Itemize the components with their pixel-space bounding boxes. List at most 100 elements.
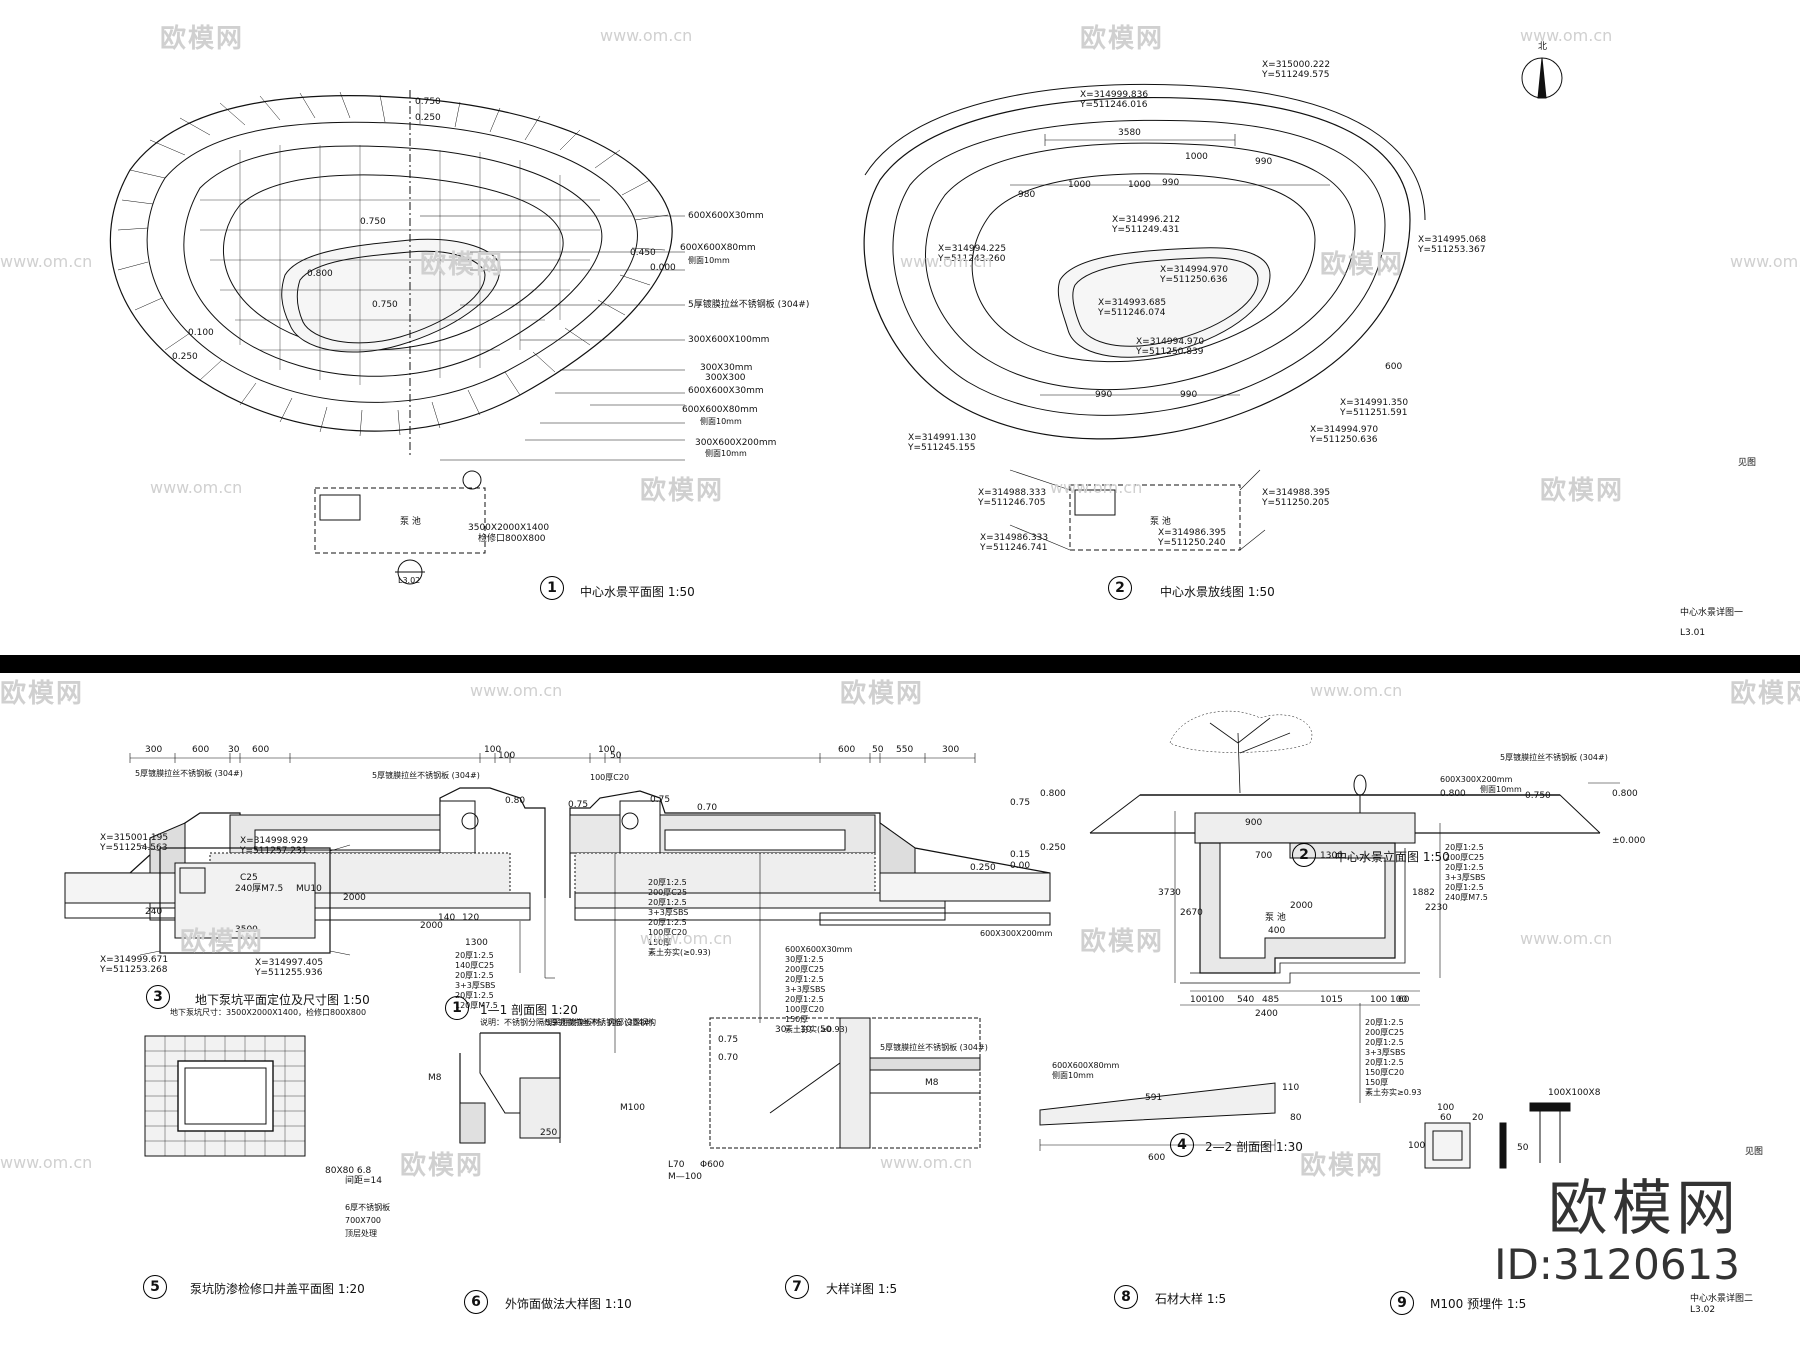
coordinate-y: Y=511251.591 [1340,408,1408,418]
watermark-url: www.om.cn [880,1153,973,1172]
watermark-logo: 欧模网 [1730,679,1800,709]
watermark-url: www.om.cn [1050,478,1143,497]
dimension-label: 700 [1255,851,1273,861]
material-label: 5厚镀膜拉丝不锈钢板 (304#) [372,771,480,780]
layer-label: 3+3厚SBS [455,981,496,990]
view-number-6: 6 [464,1290,488,1314]
elevation-label: 0.75 [718,1035,739,1045]
elevation-label: 0.75 [1010,798,1031,808]
elevation-label: 0.100 [188,328,214,338]
layer-label: 200厚C25 [1365,1028,1405,1037]
callout-label: 侧面10mm [705,449,747,458]
elevation-label: 0.750 [1525,791,1551,801]
coordinate-x: X=315000.222 [1262,60,1331,70]
watermark-logo: 欧模网 [1080,24,1165,54]
dimension-label: 60 [1398,995,1410,1005]
layer-label: 20厚1:2.5 [455,991,494,1000]
plan-drawings [109,57,1563,585]
coordinate-y: Y=511246.074 [1098,308,1166,318]
layer-label: 20厚1:2.5 [648,918,687,927]
dimension-label: 100 [598,745,616,755]
elevation-label: 0.250 [970,863,996,873]
section-ref: L3.02 [398,576,421,585]
layer-label: 20厚1:2.5 [1365,1058,1404,1067]
dimension-label: 3500 [235,925,258,935]
view-title-2: 中心水景立面图 1:50 [1335,850,1450,864]
layer-label: 3+3厚SBS [785,985,826,994]
coordinate-x: X=314988.333 [978,488,1047,498]
layer-label: 200厚C25 [785,965,825,974]
dimension-label: 100 [1190,995,1208,1005]
watermark-logo: 欧模网 [160,24,245,54]
dimension-label: 591 [1145,1093,1163,1103]
coordinate-y: Y=511250.636 [1310,435,1378,445]
dimension-label: 550 [896,745,914,755]
material-label: M8 [428,1073,442,1083]
view-title-4: 2—2 剖面图 1:30 [1205,1140,1303,1154]
view-title-2: 中心水景放线图 1:50 [1160,585,1275,599]
elevation-label: 0.80 [505,796,526,806]
layer-label: 20厚1:2.5 [648,898,687,907]
coordinate-y: Y=511243.260 [938,254,1006,264]
view-title-1: 中心水景平面图 1:50 [580,585,695,599]
dimension-label: 600 [192,745,210,755]
plan-view-1 [109,90,685,585]
layer-label: 素土夯实≥0.93 [1365,1088,1422,1097]
callout-label: 600X600X30mm [688,386,764,396]
material-label: M8 [925,1078,939,1088]
watermark-logo: 欧模网 [0,679,85,709]
dimension-label: 1000 [1068,180,1091,190]
watermark-logo: 欧模网 [420,250,505,280]
view-number-4: 4 [1170,1133,1194,1157]
view-title-5: 泵坑防渗检修口井盖平面图 1:20 [190,1282,365,1296]
coordinate-x: X=314996.212 [1112,215,1181,225]
elevation-label: 0.800 [1440,789,1466,799]
cover-plan-5 [144,1035,306,1157]
callout-label: 600X600X80mm [680,243,756,253]
dimension-label: 400 [1268,926,1286,936]
dimension-label: 3580 [1118,128,1141,138]
elevation-label: ±0.000 [1612,836,1646,846]
coordinate-x: X=314999.836 [1080,90,1149,100]
material-label: C25 [240,873,258,883]
dimension-label: 700X700 [345,1216,382,1225]
coordinate-x: X=314994.970 [1160,265,1229,275]
dimension-label: 100 [1437,1103,1455,1113]
dimension-label: 50 [872,745,884,755]
coordinate-y: Y=511250.240 [1158,538,1226,548]
coordinate-y: Y=511246.705 [978,498,1046,508]
watermark-url: www.om.cn [470,681,563,700]
view-number-3: 3 [146,985,170,1009]
coordinate-y: Y=511246.741 [980,543,1048,553]
layer-label: 3+3厚SBS [1445,873,1486,882]
elevation-label: 0.250 [415,113,441,123]
view-title-7: 大样详图 1:5 [826,1282,898,1296]
coordinate-y: Y=511250.205 [1262,498,1330,508]
watermark-url: www.om.cn [150,478,243,497]
callout-label: 300X300 [705,373,746,383]
material-label: 5厚镀膜拉丝不锈钢板 (304#) [880,1043,988,1052]
dimension-label: 900 [1245,818,1263,828]
plan-view-2 [863,57,1563,551]
facade-detail-6 [459,1032,561,1144]
watermark-url: www.om.cn [0,1153,93,1172]
layer-label: 20厚1:2.5 [1365,1038,1404,1047]
layer-label: 150厚 [648,938,672,947]
layers-2-2-bottom: 20厚1:2.5 200厚C25 20厚1:2.5 3+3厚SBS 20厚1:2… [1365,1018,1422,1098]
layer-label: 素土夯实(≥0.93) [648,948,711,957]
coordinate-x: X=314997.405 [255,958,324,968]
dimension-label: 140 [438,913,456,923]
dimension-label: 100 [1207,995,1225,1005]
elevation-label: 0.70 [718,1053,739,1063]
view-number-1: 1 [540,576,564,600]
dimension-label: 250 [540,1128,558,1138]
elevation-label: 0.000 [650,263,676,273]
sheet-code: L3.01 [1680,628,1706,638]
elevation-label: 0.750 [372,300,398,310]
elevation-label: 0.75 [650,795,671,805]
coordinate-x: X=314991.350 [1340,398,1409,408]
large-detail-7 [709,1017,981,1149]
elevation-label: 0.250 [1040,843,1066,853]
callout-label: 侧面10mm [688,256,730,265]
pit-plan-3 [139,844,351,956]
